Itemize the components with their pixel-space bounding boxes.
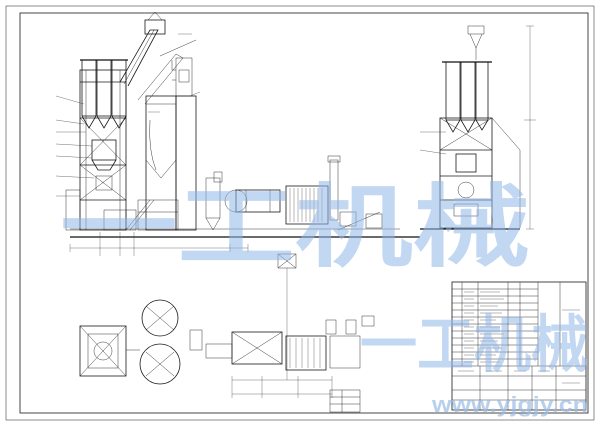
- side-elevation-view: [419, 25, 536, 230]
- title-block: [451, 281, 587, 411]
- front-elevation-view: [55, 11, 420, 256]
- watermark-brand-bottom: 一工机械: [360, 308, 588, 381]
- plan-view: [79, 253, 375, 413]
- brand-watermark: 一工机械 一工机械 www.yjgjy.cn: [60, 175, 588, 417]
- watermark-url: www.yjgjy.cn: [431, 392, 588, 417]
- watermark-brand-top: 一工机械: [60, 175, 530, 280]
